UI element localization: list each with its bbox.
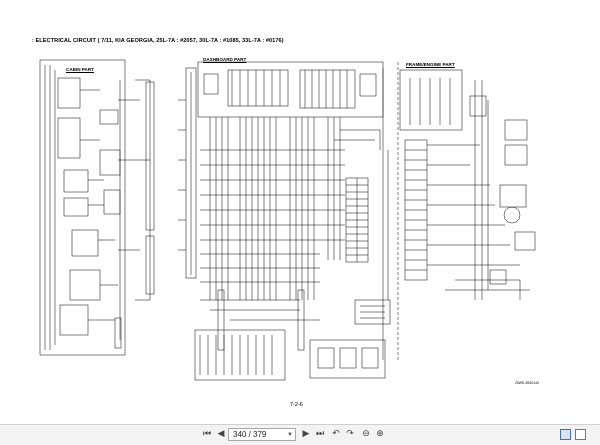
- dashboard-block: [299, 69, 356, 109]
- dashboard-block: [227, 69, 289, 107]
- viewer-toolbar: ⏮ ◀ 340 / 379 ▼ ▶ ⏭ ↶ ↷ ⊖ ⊕: [0, 424, 600, 445]
- forward-icon[interactable]: ↷: [346, 429, 354, 439]
- sensor: [514, 231, 536, 251]
- cabin-connector: [59, 304, 89, 336]
- chevron-down-icon[interactable]: ▼: [287, 432, 293, 438]
- cabin-switch: [63, 197, 89, 217]
- bottom-relay: [317, 347, 335, 369]
- schematic-sheet: : ELECTRICAL CIRCUIT ( 7/11, KIA GEORGIA…: [32, 38, 540, 408]
- single-page-view-icon[interactable]: [560, 429, 571, 440]
- page-input-value: 340 / 379: [233, 430, 267, 439]
- dashboard-part-label: DASHBOARD PART: [203, 57, 247, 62]
- zoom-in-icon[interactable]: ⊕: [376, 429, 384, 439]
- bottom-relay: [361, 347, 379, 369]
- bottom-relay-block: [309, 339, 386, 379]
- frame-engine-box: [399, 69, 463, 131]
- bottom-connector-block: [194, 329, 286, 381]
- back-icon[interactable]: ↶: [332, 429, 340, 439]
- alternator: [499, 184, 527, 208]
- last-page-icon[interactable]: ⏭: [315, 429, 325, 439]
- first-page-icon[interactable]: ⏮: [202, 429, 212, 439]
- battery-relay: [504, 144, 528, 166]
- sensor: [489, 269, 507, 285]
- cabin-connector: [57, 77, 81, 109]
- zoom-out-icon[interactable]: ⊖: [362, 429, 370, 439]
- starter-motor: [503, 206, 521, 224]
- previous-page-icon[interactable]: ◀: [217, 429, 225, 439]
- dashboard-connector-stack: [185, 67, 197, 279]
- cabin-switch: [63, 169, 89, 193]
- frame-engine-part-label: FRAME/ENGINE PART: [406, 62, 455, 67]
- page-number: 7-2-6: [290, 402, 303, 408]
- double-page-view-icon[interactable]: [575, 429, 586, 440]
- diagram-title: : ELECTRICAL CIRCUIT ( 7/11, KIA GEORGIA…: [32, 38, 284, 44]
- cabin-lamp: [99, 109, 119, 125]
- frame-relay: [469, 95, 487, 117]
- cabin-connector: [103, 189, 121, 215]
- wiring-diagram: [39, 59, 536, 381]
- cabin-relay: [71, 229, 99, 257]
- cabin-relay: [99, 149, 121, 176]
- dashboard-small-block: [359, 73, 377, 97]
- bottom-relay: [339, 347, 357, 369]
- next-page-icon[interactable]: ▶: [302, 429, 310, 439]
- dashboard-small-block: [203, 73, 219, 95]
- cabin-connector: [57, 117, 81, 159]
- battery-relay: [504, 119, 528, 141]
- fuse-box: [354, 299, 391, 325]
- cabin-part-box: [39, 59, 126, 356]
- page-input[interactable]: 340 / 379 ▼: [228, 428, 296, 441]
- drawing-code: 25WE-2B2014X: [515, 381, 540, 385]
- cabin-part-label: CABIN PART: [66, 67, 94, 72]
- cabin-connector: [69, 269, 101, 301]
- cabin-terminal-strip: [114, 317, 122, 349]
- inline-connector: [217, 289, 225, 351]
